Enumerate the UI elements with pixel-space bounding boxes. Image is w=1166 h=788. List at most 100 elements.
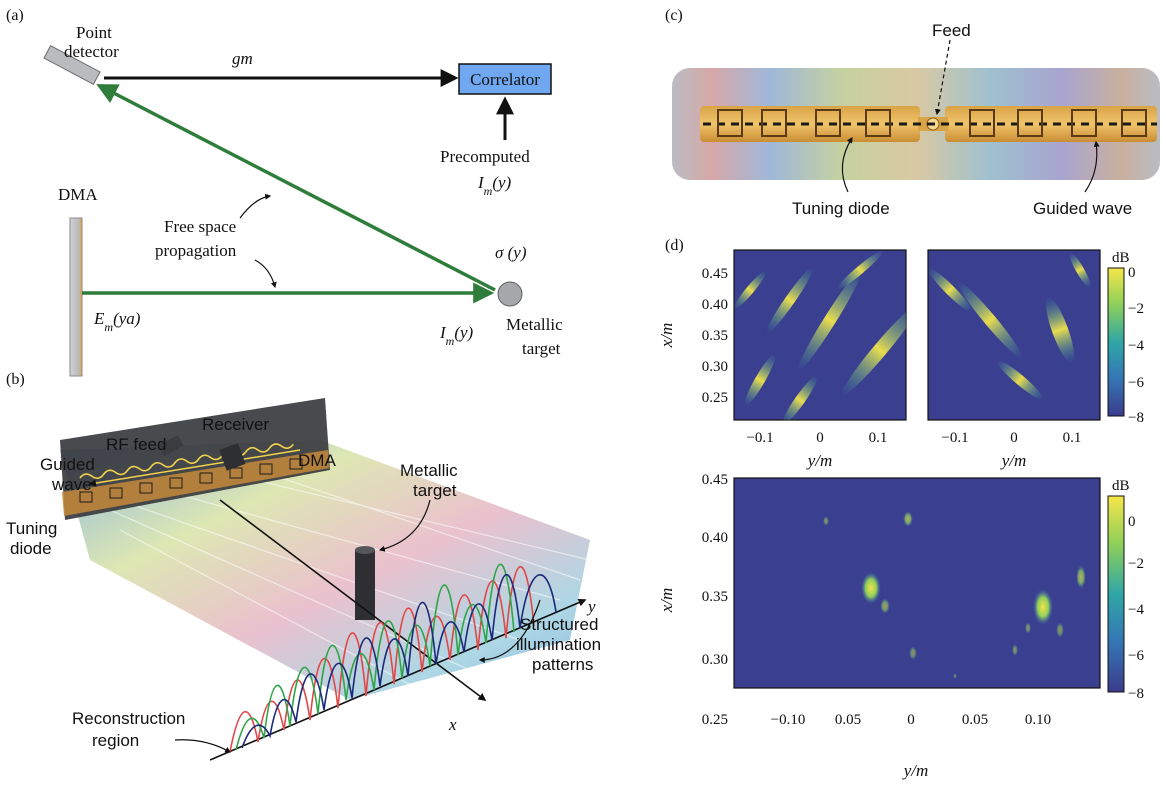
h3-ytick-030: 0.30 [702,652,728,668]
metallic-target-b-label-1: Metallic [400,461,458,480]
h3-xtick-0: 0 [907,712,915,728]
h3-xtick-m005: 0.05 [835,712,861,728]
cb2-tick-6: −6 [1128,648,1144,664]
panel-c: (c) Feed Tuning diode Guided wave [665,7,1160,218]
cb1-tick-4: −4 [1128,338,1144,354]
panel-b: (b) Receiver RF feed DMA Guided wave Tun… [6,371,601,761]
im-label: Im(y) [439,323,474,348]
h3-ytick-040: 0.40 [702,530,728,546]
heatmap-large-frame [733,477,1101,689]
h3-xlabel: y/m [902,761,929,780]
h3-xtick-m010: −0.10 [771,712,806,728]
cb1-tick-2: −2 [1128,301,1144,317]
free-space-label-2: propagation [155,241,237,260]
dma-bar [69,217,83,377]
heatmap-large: 0.45 0.40 0.35 0.30 0.25 −0.10 0.05 0 0.… [657,472,1144,780]
h1-ytick-040: 0.40 [702,297,728,313]
h3-xtick-005: 0.05 [962,712,988,728]
cb1-tick-8: −8 [1128,410,1144,426]
target-cylinder-top [355,546,375,554]
free-space-pointer-2 [254,259,277,289]
structured-label-1: Structured [520,615,598,634]
point-detector-label-2: detector [64,42,119,61]
illumination-curves [229,563,557,753]
tuning-diode-b-label-1: Tuning [6,519,57,538]
right-waveguide-strip [945,106,1157,142]
guided-wave-c-label: Guided wave [1033,199,1132,218]
h1-xtick-01: 0.1 [869,430,888,446]
point-detector-shape [43,44,101,86]
cb2-tick-2: −2 [1128,556,1144,572]
x-axis-label: x [448,715,457,734]
hotspot-right [1033,589,1053,625]
h1-xtick-m01: −0.1 [746,430,773,446]
structured-label-2: illumination [516,635,601,654]
h1-ylabel: x/m [657,323,676,349]
h1-xlabel: y/m [806,451,833,470]
colorbar-2-label: dB [1112,478,1130,494]
metallic-target-b-label-2: target [413,481,457,500]
metallic-target-circle [497,281,523,307]
metallic-target-label-1: Metallic [506,315,563,334]
reconstruction-label-1: Reconstruction [72,709,185,728]
sigma-label: σ (y) [495,243,527,262]
h2-xlabel: y/m [1000,451,1027,470]
cb2-tick-0: 0 [1128,514,1136,530]
y-axis-label: y [586,597,596,616]
dma-unit-cells [79,458,303,503]
hotspot-left [861,572,881,604]
point-detector-label-1: Point [76,23,112,42]
heatmap-small-2: −0.1 0 0.1 y/m dB 0 −2 −4 −6 −8 [927,249,1144,470]
rf-feed-label: RF feed [106,435,166,454]
panel-c-label: (c) [665,7,683,24]
panel-b-label: (b) [6,371,25,388]
free-space-label-1: Free space [164,217,236,236]
h2-xtick-01: 0.1 [1063,430,1082,446]
structured-label-3: patterns [532,655,593,674]
receiver-label: Receiver [202,415,269,434]
correlator-box [458,63,552,95]
h3-xtick-010: 0.10 [1025,712,1051,728]
dma-b-label: DMA [298,451,336,470]
heatmap-small-1: 0.45 0.40 0.35 0.30 0.25 −0.1 0 0.1 y/m … [657,249,907,470]
correlator-label: Correlator [470,70,540,89]
dma-strip [62,450,329,516]
cb1-tick-0: 0 [1128,265,1136,281]
feed-pointer [934,39,951,116]
em-label: Em(ya) [93,309,141,334]
h1-ytick-035: 0.35 [702,328,728,344]
target-pointer [378,499,431,552]
heatmap-large-spots [823,511,1086,679]
colorbar-1 [1107,267,1125,417]
h1-xtick-0: 0 [816,430,824,446]
dma-label: DMA [58,185,98,204]
cb1-tick-6: −6 [1128,375,1144,391]
h3-ylabel: x/m [657,588,676,614]
guided-wave-label-1: Guided [40,455,95,474]
reconstruction-label-2: region [92,731,139,750]
h1-ytick-030: 0.30 [702,359,728,375]
h1-ytick-025: 0.25 [702,390,728,406]
panel-a: (a) Point detector gm Correlator Precomp… [6,7,563,377]
unit-cells-c [717,109,1147,137]
colorbar-1-label: dB [1112,250,1130,266]
h3-ytick-035: 0.35 [702,589,728,605]
structured-pointer [478,599,541,663]
panel-d: (d) 0.45 0.40 0.35 0.30 0.25 −0.1 0 [657,237,1144,780]
panel-a-label: (a) [6,7,24,24]
feed-label: Feed [932,21,971,40]
heatmap-2-frame [927,249,1101,421]
panel-d-label: (d) [665,237,684,254]
h3-ytick-045: 0.45 [702,472,728,488]
gm-label: gm [232,49,253,68]
tuning-diode-pointer [841,136,853,193]
cb2-tick-8: −8 [1128,686,1144,702]
target-cylinder [355,550,375,620]
tuning-diode-b-label-2: diode [10,539,52,558]
receiver-connector [219,443,246,471]
colorbar-2 [1107,495,1125,693]
x-axis-arrow [219,499,487,701]
h3-ytick-025: 0.25 [702,712,728,728]
illumination-field [60,440,590,700]
